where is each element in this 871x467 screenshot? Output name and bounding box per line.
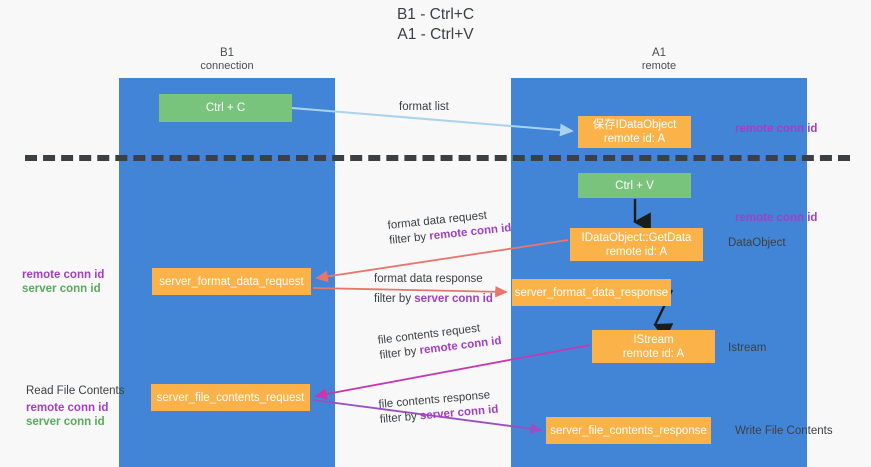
node-getdata-label: IDataObject::GetData <box>581 231 692 244</box>
node-server-format-data-request[interactable]: server_format_data_request <box>152 268 311 295</box>
node-server-file-contents-response[interactable]: server_file_contents_response <box>546 417 711 444</box>
node-save-idataobject[interactable]: 保存IDataObject remote id: A <box>578 116 691 148</box>
node-ctrl-c-label: Ctrl + C <box>205 102 246 114</box>
edge-format-list <box>291 107 574 137</box>
phase-divider <box>25 155 850 161</box>
edge-label-format-data-response-line2: filter by server conn id <box>374 292 493 307</box>
annotation-remote-conn-id-top: remote conn id <box>735 123 818 135</box>
filter-id-server-conn-id: server conn id <box>414 293 493 305</box>
annotation-dataobject: DataObject <box>728 237 786 249</box>
node-server-file-contents-request[interactable]: server_file_contents_request <box>151 384 310 411</box>
lane-a1-name: A1 <box>651 47 667 59</box>
lane-header-b1: B1 connection <box>119 47 335 73</box>
edge-label-format-data-response: format data response filter by server co… <box>374 272 493 307</box>
annotation-istream: Istream <box>728 342 767 354</box>
title-line-1: B1 - Ctrl+C <box>396 6 475 23</box>
filter-prefix: filter by <box>378 344 421 362</box>
lane-a1-role: remote <box>641 60 677 72</box>
node-getdata-sub: remote id: A <box>605 245 668 258</box>
annotation-read-file-contents: Read File Contents <box>26 385 125 397</box>
edge-file-contents-request <box>314 344 591 400</box>
annotation-remote-conn-id-left-2: remote conn id <box>26 402 109 414</box>
annotation-server-conn-id-left-1: server conn id <box>22 283 101 295</box>
node-idataobject-getdata[interactable]: IDataObject::GetData remote id: A <box>570 228 703 261</box>
node-save-idataobject-sub: remote id: A <box>603 133 666 145</box>
node-ctrl-c[interactable]: Ctrl + C <box>159 94 292 122</box>
annotation-left-ids-file: remote conn id server conn id <box>26 401 108 429</box>
node-server-format-data-response[interactable]: server_format_data_response <box>512 279 671 306</box>
edge-format-data-response <box>312 286 508 298</box>
node-istream-label: IStream <box>633 333 674 346</box>
title-line-2: A1 - Ctrl+V <box>397 26 474 43</box>
node-server-file-contents-response-label: server_file_contents_response <box>550 424 707 437</box>
lane-b1-role: connection <box>200 60 254 72</box>
lane-header-a1: A1 remote <box>511 47 807 73</box>
node-server-format-data-response-label: server_format_data_response <box>514 286 669 299</box>
annotation-remote-conn-id-left-1: remote conn id <box>22 269 105 281</box>
edge-label-format-list-line1: format list <box>399 101 449 113</box>
page-title: B1 - Ctrl+C A1 - Ctrl+V <box>0 5 871 45</box>
node-istream-sub: remote id: A <box>622 347 685 360</box>
node-ctrl-v[interactable]: Ctrl + V <box>578 173 691 198</box>
filter-prefix: filter by <box>388 230 430 247</box>
node-save-idataobject-label: 保存IDataObject <box>592 119 677 131</box>
filter-prefix: filter by <box>379 410 421 426</box>
annotation-server-conn-id-left-2: server conn id <box>26 416 105 428</box>
edge-format-data-request <box>315 239 569 283</box>
filter-prefix: filter by <box>374 293 415 305</box>
node-server-file-contents-request-label: server_file_contents_request <box>156 391 305 404</box>
annotation-left-ids-format: remote conn id server conn id <box>22 268 104 296</box>
annotation-remote-conn-id-mid: remote conn id <box>735 212 818 224</box>
edge-label-format-list: format list <box>399 100 449 115</box>
node-istream[interactable]: IStream remote id: A <box>592 330 715 363</box>
lane-b1-name: B1 <box>219 47 235 59</box>
edge-label-format-data-response-line1: format data response <box>374 273 483 285</box>
node-server-format-data-request-label: server_format_data_request <box>159 275 304 288</box>
node-ctrl-v-label: Ctrl + V <box>615 179 654 192</box>
edge-file-contents-response <box>312 399 543 435</box>
annotation-write-file-contents: Write File Contents <box>735 425 833 437</box>
